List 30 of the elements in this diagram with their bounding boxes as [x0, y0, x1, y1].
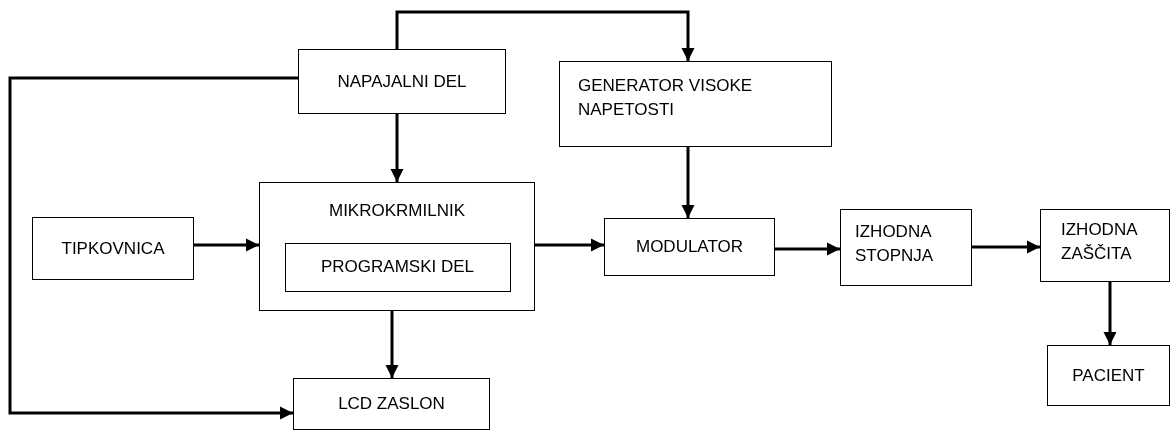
- block-label: MIKROKRMILNIK: [329, 200, 465, 222]
- block-box: [840, 209, 972, 286]
- block-label: MODULATOR: [636, 236, 743, 258]
- arrow: [775, 242, 840, 256]
- block-label: PROGRAMSKI DEL: [321, 256, 474, 278]
- block-label: LCD ZASLON: [338, 393, 445, 415]
- arrow: [395, 10, 695, 61]
- block-box: [293, 378, 490, 430]
- arrow: [390, 114, 404, 182]
- block-box: [604, 218, 775, 276]
- arrow: [385, 311, 399, 378]
- block-label: TIPKOVNICA: [61, 237, 165, 260]
- block-box: [298, 49, 506, 114]
- block-box: [1040, 209, 1170, 282]
- arrow: [972, 240, 1040, 254]
- arrow: [535, 238, 604, 252]
- arrow: [194, 238, 259, 252]
- arrow: [8, 76, 298, 420]
- block-box: [32, 217, 194, 280]
- arrow: [1103, 282, 1117, 345]
- block-label: NAPAJALNI DEL: [337, 70, 467, 93]
- block-label: IZHODNA STOPNJA: [855, 221, 935, 267]
- inner-block-box: [284, 242, 511, 292]
- block-box: [1047, 345, 1170, 406]
- arrow: [681, 147, 695, 218]
- block-box: [559, 61, 832, 147]
- block-label: PACIENT: [1072, 364, 1145, 387]
- block-label: GENERATOR VISOKE NAPETOSTI: [578, 75, 754, 121]
- block-label: IZHODNA ZAŠČITA: [1061, 219, 1139, 265]
- block-box: [259, 182, 535, 311]
